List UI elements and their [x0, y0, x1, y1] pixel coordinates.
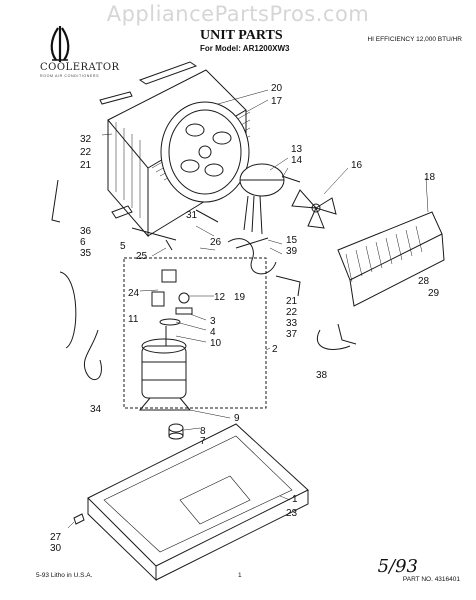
callout-12: 12	[214, 292, 226, 303]
page-number: 1	[238, 572, 242, 579]
callout-33: 33	[286, 318, 298, 329]
callout-20: 20	[271, 83, 283, 94]
callout-19: 19	[234, 292, 246, 303]
callout-25: 25	[136, 251, 148, 262]
callout-6: 6	[80, 237, 86, 248]
callout-30: 30	[50, 543, 62, 554]
callout-23: 23	[286, 508, 298, 519]
callout-38: 38	[316, 370, 328, 381]
callout-31: 31	[186, 210, 198, 221]
control-parts	[151, 269, 193, 346]
sensor-tube	[51, 179, 77, 349]
callout-7: 7	[200, 436, 206, 447]
wire-harness	[84, 329, 102, 381]
leader-lines	[67, 89, 429, 529]
handwritten-date: 5/93	[377, 556, 418, 577]
cooler-logo	[50, 26, 70, 62]
callout-15: 15	[286, 235, 298, 246]
callout-28: 28	[418, 276, 430, 287]
callout-9: 9	[234, 413, 240, 424]
fan-shroud	[160, 101, 250, 203]
callout-1: 1	[292, 494, 298, 505]
base-pan	[87, 423, 309, 582]
watermark: AppliancePartsPros.com	[106, 2, 370, 26]
compressor	[138, 338, 192, 411]
evaporator-coil	[337, 211, 445, 307]
refrigerant-tubing	[227, 237, 357, 350]
callout-22: 22	[80, 147, 92, 158]
efficiency-rating: HI EFFICIENCY 12,000 BTU/HR	[367, 36, 462, 43]
callout-3: 3	[210, 316, 216, 327]
bracket-clip	[111, 205, 219, 251]
brand-tagline: ROOM AIR CONDITIONERS	[40, 74, 100, 78]
callout-36: 36	[80, 226, 92, 237]
callout-21: 21	[80, 160, 92, 171]
callout-8: 8	[200, 426, 206, 437]
callout-labels: 20 17 32 22 21 13 14 16 18 36 6 35 31 5 …	[50, 83, 440, 554]
callout-10: 10	[210, 338, 222, 349]
callout-22: 22	[286, 307, 298, 318]
screw	[73, 513, 85, 525]
callout-24: 24	[128, 288, 140, 299]
model-line: For Model: AR1200XW3	[200, 44, 290, 53]
page-title: UNIT PARTS	[200, 28, 283, 43]
callout-27: 27	[50, 532, 62, 543]
callout-18: 18	[424, 172, 436, 183]
callout-13: 13	[291, 144, 303, 155]
callout-11: 11	[128, 314, 139, 325]
fan-motor	[239, 163, 301, 235]
part-number: PART NO. 4316401	[402, 576, 460, 583]
callout-32: 32	[80, 134, 92, 145]
callout-37: 37	[286, 329, 298, 340]
control-compartment	[123, 257, 267, 409]
brand-name: COOLERATOR	[40, 62, 120, 73]
callout-2: 2	[272, 344, 278, 355]
callout-17: 17	[271, 96, 283, 107]
callout-39: 39	[286, 246, 298, 257]
evaporator-fan	[291, 189, 337, 229]
compressor-mounts	[168, 423, 184, 440]
callout-21: 21	[286, 296, 298, 307]
callout-14: 14	[291, 155, 303, 166]
litho-note: 5-93 Litho in U.S.A.	[36, 572, 93, 579]
callout-29: 29	[428, 288, 440, 299]
callout-5: 5	[120, 241, 126, 252]
callout-16: 16	[351, 160, 363, 171]
callout-26: 26	[210, 237, 222, 248]
callout-35: 35	[80, 248, 92, 259]
top-bracket	[99, 61, 198, 105]
callout-4: 4	[210, 327, 216, 338]
callout-34: 34	[90, 404, 102, 415]
